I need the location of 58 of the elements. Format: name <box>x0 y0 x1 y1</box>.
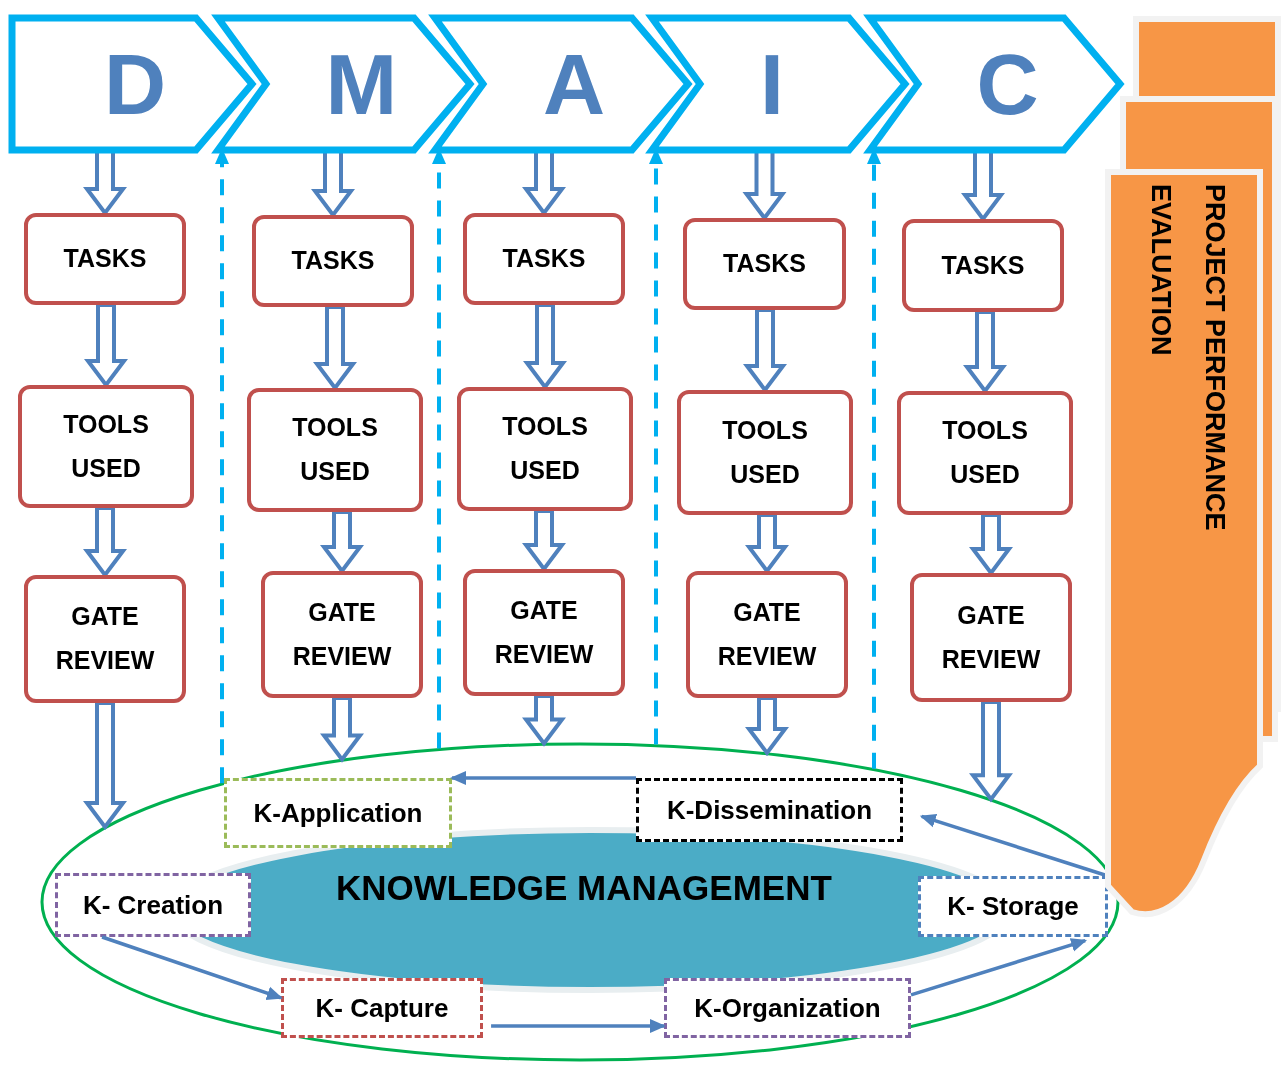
step-box <box>902 219 1064 312</box>
box-label: K-Organization <box>694 992 881 1024</box>
step-box <box>18 385 194 508</box>
box-label: TASKS <box>723 248 806 280</box>
phase-letter: A <box>543 34 606 134</box>
phase-letter: D <box>104 34 167 134</box>
step-box <box>686 571 848 698</box>
box-label: K- Creation <box>82 889 224 921</box>
box-label: TASKS <box>941 249 1025 281</box>
hollow-arrow <box>969 700 1013 803</box>
step-box <box>261 571 423 698</box>
dashed-box <box>55 873 251 937</box>
box-label: TASKS <box>291 245 375 277</box>
box-label: GATE REVIEW <box>716 596 818 672</box>
phase-letter: I <box>760 34 784 134</box>
step-box <box>457 387 633 511</box>
step-box <box>463 213 625 305</box>
hollow-arrow <box>522 694 566 747</box>
step-box <box>24 213 186 305</box>
step-box <box>683 218 846 310</box>
ellipse-title: KNOWLEDGE MANAGEMENT <box>336 868 832 908</box>
arrow <box>910 938 1088 997</box>
hollow-arrow <box>320 696 364 763</box>
phase-letter: M <box>325 34 398 134</box>
dashed-box <box>918 876 1108 937</box>
box-label: TOOLS USED <box>291 412 379 487</box>
box-label: TOOLS USED <box>941 415 1029 490</box>
step-box <box>910 573 1072 702</box>
stack-label: PROJECT PERFORMANCE EVALUATION <box>1145 184 1231 533</box>
dashed-box <box>636 778 903 842</box>
box-label: TOOLS USED <box>501 411 589 486</box>
box-label: K-Dissemination <box>666 794 873 826</box>
box-label: K-Application <box>253 797 423 829</box>
box-label: TASKS <box>502 243 586 275</box>
dashed-box <box>281 978 483 1038</box>
box-label: TOOLS USED <box>62 408 150 484</box>
arrow <box>101 935 283 1000</box>
step-box <box>897 391 1073 515</box>
box-label: GATE REVIEW <box>493 594 595 670</box>
step-box <box>247 388 423 512</box>
box-label: K- Capture <box>315 992 449 1024</box>
dashed-box <box>664 978 911 1038</box>
step-box <box>463 569 625 696</box>
step-box <box>677 390 853 515</box>
phase-letter: C <box>976 34 1039 134</box>
box-label: TASKS <box>63 243 147 275</box>
box-label: GATE REVIEW <box>54 601 156 676</box>
hollow-arrow <box>83 701 127 831</box>
box-label: GATE REVIEW <box>940 599 1042 675</box>
step-box <box>24 575 186 703</box>
step-box <box>252 215 414 307</box>
arrow <box>450 771 636 785</box>
box-label: GATE REVIEW <box>291 596 393 672</box>
box-label: TOOLS USED <box>721 414 809 490</box>
hollow-arrow <box>745 696 789 757</box>
dashed-box <box>224 778 452 848</box>
arrow <box>491 1019 666 1033</box>
box-label: K- Storage <box>947 891 1079 922</box>
